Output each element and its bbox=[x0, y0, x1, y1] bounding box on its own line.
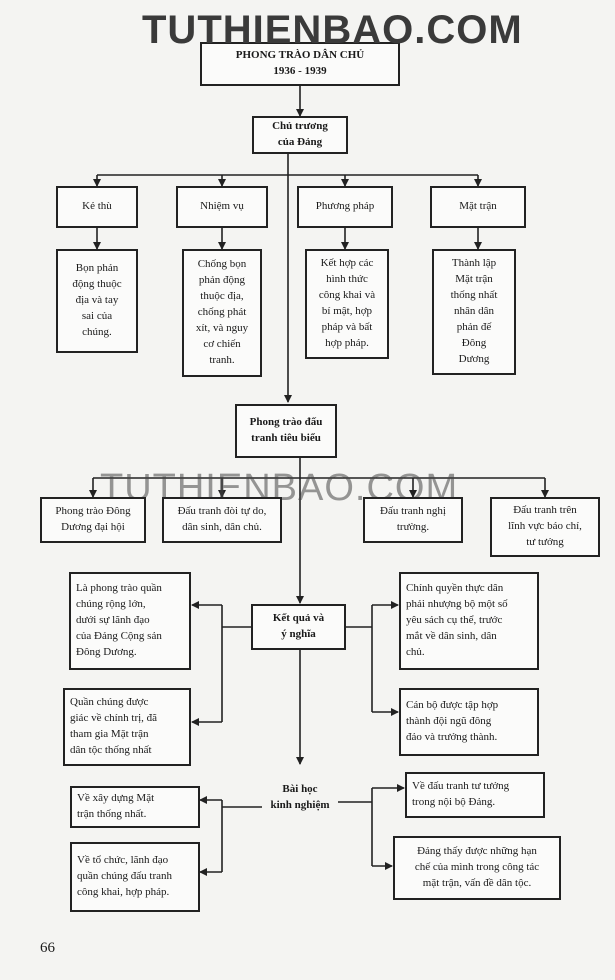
category-head-label: Mặt trận bbox=[459, 200, 497, 213]
movement-item-text: Đấu tranh đòi tự do, dân sinh, dân chủ. bbox=[177, 505, 267, 533]
category-detail-text: Chống bọn phản động thuộc địa, chống phá… bbox=[195, 258, 249, 366]
category-head-front: Mặt trận bbox=[430, 186, 526, 228]
category-detail-method: Kết hợp các hình thức công khai và bí mậ… bbox=[305, 249, 389, 359]
results-text: Kết quả và ý nghĩa bbox=[272, 612, 325, 640]
lesson-left-1: Về xây dựng Mặt trận thống nhất. bbox=[70, 786, 200, 828]
policy-box: Chủ trương của Đảng bbox=[252, 116, 348, 154]
result-text: Là phong trào quần chúng rộng lớn, dưới … bbox=[76, 582, 162, 658]
movement-item-text: Đấu tranh nghị trường. bbox=[380, 505, 446, 533]
category-detail-front: Thành lập Mặt trận thống nhất nhân dân p… bbox=[432, 249, 516, 375]
title-box: PHONG TRÀO DÂN CHỦ 1936 - 1939 bbox=[200, 42, 400, 86]
category-detail-text: Bọn phản động thuộc địa và tay sai của c… bbox=[72, 262, 122, 338]
category-detail-enemy: Bọn phản động thuộc địa và tay sai của c… bbox=[56, 249, 138, 353]
results-box: Kết quả và ý nghĩa bbox=[251, 604, 346, 650]
lesson-text: Về tổ chức, lãnh đạo quần chúng đấu tran… bbox=[77, 854, 172, 898]
result-left-1: Là phong trào quần chúng rộng lớn, dưới … bbox=[69, 572, 191, 670]
movement-item-congress: Phong trào Đông Dương đại hội bbox=[40, 497, 146, 543]
category-detail-text: Thành lập Mặt trận thống nhất nhân dân p… bbox=[450, 257, 498, 365]
result-text: Quần chúng được giác về chính trị, đã th… bbox=[70, 696, 158, 756]
movement-text: Phong trào đấu tranh tiêu biểu bbox=[249, 416, 323, 444]
result-right-1: Chính quyền thực dân phải nhượng bộ một … bbox=[399, 572, 539, 670]
policy-text: Chủ trương của Đảng bbox=[272, 120, 328, 148]
movement-item-freedom: Đấu tranh đòi tự do, dân sinh, dân chủ. bbox=[162, 497, 282, 543]
lesson-text: Về đấu tranh tư tưởng trong nội bộ Đảng. bbox=[412, 780, 510, 808]
movement-item-text: Phong trào Đông Dương đại hội bbox=[55, 505, 131, 533]
lesson-left-2: Về tổ chức, lãnh đạo quần chúng đấu tran… bbox=[70, 842, 200, 912]
page-number: 66 bbox=[40, 940, 55, 956]
movement-item-text: Đấu tranh trên lĩnh vực báo chí, tư tưởn… bbox=[508, 504, 582, 548]
lesson-right-2: Đảng thấy được những hạn chế của mình tr… bbox=[393, 836, 561, 900]
category-detail-text: Kết hợp các hình thức công khai và bí mậ… bbox=[318, 257, 376, 349]
category-head-method: Phương pháp bbox=[297, 186, 393, 228]
category-head-label: Nhiệm vụ bbox=[200, 200, 244, 213]
category-head-label: Kẻ thù bbox=[82, 200, 112, 213]
movement-box: Phong trào đấu tranh tiêu biểu bbox=[235, 404, 337, 458]
category-head-enemy: Kẻ thù bbox=[56, 186, 138, 228]
movement-item-parliament: Đấu tranh nghị trường. bbox=[363, 497, 463, 543]
category-detail-task: Chống bọn phản động thuộc địa, chống phá… bbox=[182, 249, 262, 377]
lesson-right-1: Về đấu tranh tư tưởng trong nội bộ Đảng. bbox=[405, 772, 545, 818]
result-text: Cán bộ được tập hợp thành đội ngũ đông đ… bbox=[406, 699, 499, 743]
lesson-text: Về xây dựng Mặt trận thống nhất. bbox=[77, 792, 155, 820]
title-text: PHONG TRÀO DÂN CHỦ 1936 - 1939 bbox=[235, 49, 365, 77]
category-head-label: Phương pháp bbox=[315, 200, 375, 213]
lessons-label: Bài học kinh nghiệm bbox=[270, 783, 330, 811]
result-text: Chính quyền thực dân phải nhượng bộ một … bbox=[406, 582, 508, 658]
watermark-top: TUTHIENBAO.COM bbox=[142, 8, 523, 52]
category-head-task: Nhiệm vụ bbox=[176, 186, 268, 228]
result-right-2: Cán bộ được tập hợp thành đội ngũ đông đ… bbox=[399, 688, 539, 756]
movement-item-press: Đấu tranh trên lĩnh vực báo chí, tư tưởn… bbox=[490, 497, 600, 557]
lesson-text: Đảng thấy được những hạn chế của mình tr… bbox=[414, 845, 540, 889]
result-left-2: Quần chúng được giác về chính trị, đã th… bbox=[63, 688, 191, 766]
